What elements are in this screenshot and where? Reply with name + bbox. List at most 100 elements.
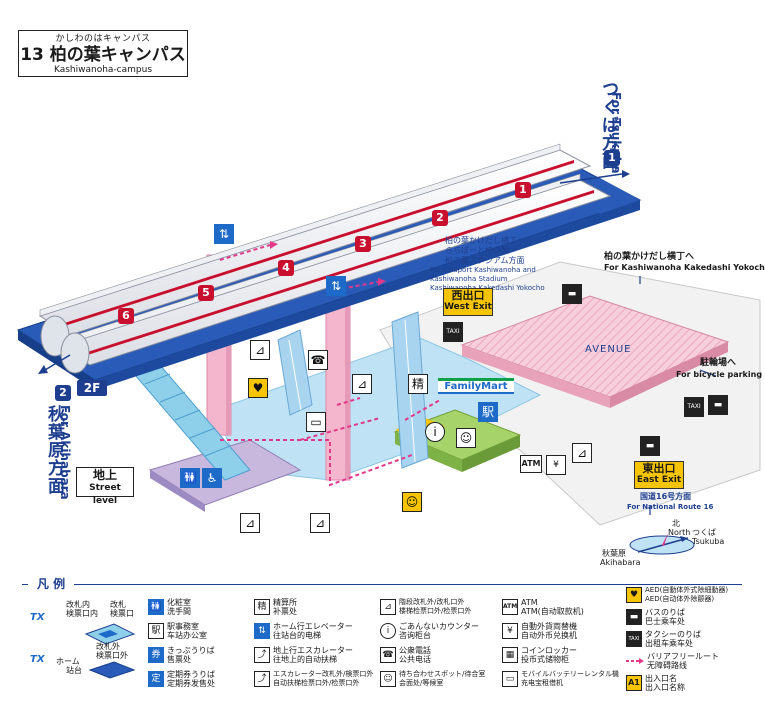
fare-adjust-icon: 精 (254, 599, 270, 615)
kakedashi-label-jp: 柏の葉かけだし横丁へ (604, 252, 695, 262)
legend-label: 精算所 (273, 598, 297, 607)
station-map (16, 143, 761, 555)
exchange-icon: ¥ (502, 623, 518, 639)
legend-gate-diagram (84, 623, 136, 645)
legend-divider (22, 584, 742, 585)
avenue-sign: AVENUE (585, 344, 632, 355)
compass-rose (629, 533, 695, 555)
lalaport-label-jp-1: 柏の葉かけだし横丁 (445, 236, 517, 245)
east-exit-en: East Exit (636, 475, 682, 485)
legend-item-office: 駅 駅事務室车站办公室 (148, 622, 207, 640)
bicycle-label-en: For bicycle parking (676, 370, 763, 379)
legend-item-info: i ごあんないカウンター咨询柜台 (380, 622, 479, 640)
stairs-icon: ⊿ (310, 513, 330, 533)
car-number-4: 4 (278, 260, 294, 276)
legend-label: バスのりば (645, 608, 685, 617)
car-number-3: 3 (355, 236, 371, 252)
legend-item-stairs: ⊿ 階段改札外/改札口外楼梯检票口外/检票口外 (380, 598, 471, 616)
waiting-spot-icon: ☺ (402, 492, 422, 512)
stairs-icon: ⊿ (380, 599, 396, 615)
elevator-icon: ⇅ (326, 276, 346, 296)
legend-label: ホーム行エレベーター (273, 622, 353, 631)
escalator-gate-icon: ⤴ (254, 671, 270, 687)
bus-icon: ▬ (562, 284, 582, 304)
west-exit-en: West Exit (444, 302, 492, 312)
phone-icon: ☎ (308, 350, 328, 370)
legend-item-fare: 精 精算所补票处 (254, 598, 297, 616)
legend-label-cn: 咨询柜台 (399, 631, 431, 640)
direction-tsukuba-jp: つくば方面 (598, 80, 618, 170)
legend-item-barrier-free: バリアフリールート无障碍路线 (626, 652, 719, 670)
locker-icon: ▦ (502, 647, 518, 663)
lalaport-label-en-1: For Lalaport Kashiwanoha and (430, 266, 536, 274)
stairs-icon: ⊿ (352, 374, 372, 394)
street-level-jp: 地上 (92, 468, 117, 482)
toilet-icon: 🚻 (148, 599, 164, 615)
train-south (58, 173, 612, 366)
legend-label-cn: 自动扶梯检票口外/检票口外 (273, 679, 360, 687)
legend-label-cn: 洗手間 (167, 607, 191, 616)
legend-label: エスカレーター改札外/検票口外 (273, 670, 374, 678)
accessible-icon: ♿ (202, 468, 222, 488)
station-office-icon: 駅 (478, 402, 498, 422)
legend-item-aed: ♥ AED(自動体外式除細動器)AED(自动体外除颤器) (626, 586, 728, 604)
info-icon: i (380, 623, 396, 639)
legend-item-bus: ▬ バスのりば巴士乘车处 (626, 608, 685, 626)
legend-item-escalator: ⤴ 地上行エスカレーター往地上的自动扶梯 (254, 646, 353, 664)
west-exit-sign: 西出口 West Exit (443, 288, 493, 316)
station-name: 13 柏の葉キャンパス (20, 45, 186, 65)
toilet-icon: 🚻 (180, 468, 200, 488)
legend-label-cn: 楼梯检票口外/检票口外 (399, 607, 472, 615)
info-icon: i (425, 422, 445, 442)
exit-name-icon: A1 (626, 675, 642, 691)
escalator-icon: ⤴ (254, 647, 270, 663)
legend-label: きっぷうりば (167, 646, 215, 655)
legend-label: 階段改札外/改札口外 (399, 598, 465, 606)
legend-label-cn: 公共电话 (399, 655, 431, 664)
platform-number-1: 1 (604, 150, 620, 166)
legend-platform-diagram (88, 661, 136, 679)
direction-akihabara-en: For Akihabara (58, 405, 72, 500)
west-exit-jp: 西出口 (451, 289, 485, 302)
atm-icon: ATM (502, 599, 518, 615)
legend-label-cn: 投币式储物柜 (521, 655, 569, 664)
elevator-icon: ⇅ (214, 224, 234, 244)
barrier-free-icon (626, 658, 644, 664)
legend-label-cn: 往站台的电梯 (273, 631, 321, 640)
legend-label-cn: 充电宝租借机 (521, 679, 563, 687)
legend-title: 凡 例 (28, 575, 74, 593)
compass-tsukuba-jp: つくば (692, 528, 716, 537)
bus-icon-east: ▬ (708, 395, 728, 415)
taxi-icon-east: TAXI (684, 397, 704, 417)
car-number-1: 1 (515, 182, 531, 198)
east-exit-sign: 東出口 East Exit (634, 461, 684, 489)
legend-label: バリアフリールート (647, 652, 719, 661)
station-name-en: Kashiwanoha-campus (53, 65, 153, 75)
lalaport-label-jp-3: 柏の葉スタジアム方面 (445, 256, 525, 265)
legend-label-cn: 会面处/等候室 (399, 679, 444, 687)
legend-label: 自動外貨両替機 (521, 622, 577, 631)
legend-item-phone: ☎ 公衆電話公共电话 (380, 646, 431, 664)
direction-akihabara-jp: 秋葉原方面 (44, 405, 64, 495)
elevator-icon: ⇅ (254, 623, 270, 639)
fare-adjust-icon: 精 (408, 374, 428, 394)
legend-label: 定期券うりば (167, 670, 215, 679)
legend-item-escalator-gate: ⤴ エスカレーター改札外/検票口外自动扶梯检票口外/检票口外 (254, 670, 373, 688)
legend-label: 化粧室 (167, 598, 191, 607)
legend-item-pass: 定 定期券うりば定期券发售处 (148, 670, 215, 688)
legend-label: タクシーのりば (645, 630, 701, 639)
tx-logo-icon: TX (30, 654, 45, 665)
ticket-icon: 券 (148, 647, 164, 663)
tx-logo-icon: TX (30, 612, 45, 623)
legend-gate-wicket: 改札 (110, 600, 126, 609)
bus-icon: ▬ (626, 609, 642, 625)
stairs-icon: ⊿ (240, 513, 260, 533)
legend-label-cn: 车站办公室 (167, 631, 207, 640)
taxi-icon: TAXI (443, 322, 463, 342)
car-number-6: 6 (118, 308, 134, 324)
platform-number-2: 2 (55, 385, 71, 401)
station-name-box: かしわのはキャンパス 13 柏の葉キャンパス Kashiwanoha-campu… (18, 30, 188, 77)
legend-label-cn: 无障碍路线 (647, 661, 687, 670)
kakedashi-label-en: For Kashiwanoha Kakedashi Yokocho (604, 263, 765, 272)
